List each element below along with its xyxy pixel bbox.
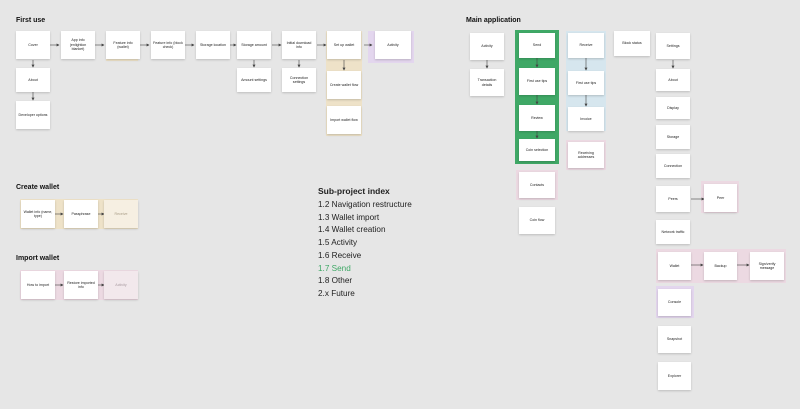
card-console[interactable]: Console bbox=[658, 289, 691, 316]
card-backup[interactable]: Backup bbox=[704, 252, 737, 280]
card-network-traffic[interactable]: Network traffic bbox=[656, 220, 690, 244]
section-title-first-use: First use bbox=[16, 17, 46, 24]
card-activity-main[interactable]: Activity bbox=[470, 33, 504, 60]
card-receiving-addresses[interactable]: Receiving addresses bbox=[568, 142, 604, 168]
card-connection-settings[interactable]: Connection settings bbox=[282, 68, 316, 92]
card-connection[interactable]: Connection bbox=[656, 154, 690, 178]
card-app-info[interactable]: App info (enlightion blanket) bbox=[61, 31, 95, 59]
card-transaction-details[interactable]: Transaction details bbox=[470, 69, 504, 96]
card-display[interactable]: Display bbox=[656, 97, 690, 119]
card-explorer[interactable]: Explorer bbox=[658, 362, 691, 390]
card-activity-import-wallet[interactable]: Activity bbox=[104, 271, 138, 299]
section-title-main-application: Main application bbox=[466, 17, 521, 24]
card-cover[interactable]: Cover bbox=[16, 31, 50, 59]
index-item[interactable]: 1.6 Receive bbox=[318, 250, 362, 260]
card-feature-info-block[interactable]: Feature info (block check) bbox=[151, 31, 185, 59]
card-storage[interactable]: Storage bbox=[656, 125, 690, 149]
card-snapshot[interactable]: Snapshot bbox=[658, 326, 691, 353]
card-create-wallet-flow[interactable]: Create wallet flow bbox=[327, 71, 361, 99]
card-sign-verify-message[interactable]: Sign/verify message bbox=[750, 252, 784, 280]
index-item[interactable]: 1.8 Other bbox=[318, 276, 353, 286]
card-amount-settings[interactable]: Amount settings bbox=[237, 68, 271, 92]
card-feature-info-wallet[interactable]: Feature info (wallet) bbox=[106, 31, 140, 59]
card-peer[interactable]: Peer bbox=[704, 184, 737, 212]
card-activity-first-use[interactable]: Activity bbox=[375, 31, 411, 59]
index-item[interactable]: 1.4 Wallet creation bbox=[318, 225, 386, 235]
index-title: Sub-project index bbox=[318, 186, 390, 196]
card-first-use-tips-send[interactable]: First use tips bbox=[519, 68, 555, 95]
card-send[interactable]: Send bbox=[519, 33, 555, 58]
card-import-wallet-flow[interactable]: Import wallet flow bbox=[327, 106, 361, 134]
card-wallet-info[interactable]: Wallet info (name, type) bbox=[21, 200, 55, 228]
card-storage-location[interactable]: Storage location bbox=[196, 31, 230, 59]
index-item[interactable]: 1.2 Navigation restructure bbox=[318, 200, 412, 209]
index-item[interactable]: 2.x Future bbox=[318, 288, 355, 298]
card-contacts[interactable]: Contacts bbox=[519, 172, 555, 198]
card-block-status[interactable]: Block status bbox=[614, 31, 650, 56]
card-developer-options[interactable]: Developer options bbox=[16, 101, 50, 129]
card-receive-create-wallet[interactable]: Receive bbox=[104, 200, 138, 228]
index-list: 1.2 Navigation restructure 1.3 Wallet im… bbox=[318, 199, 412, 301]
section-title-import-wallet: Import wallet bbox=[16, 255, 60, 262]
card-storage-amount[interactable]: Storage amount bbox=[237, 31, 271, 59]
card-how-to-import[interactable]: How to import bbox=[21, 271, 55, 299]
card-passphrase[interactable]: Passphrase bbox=[64, 200, 98, 228]
index-item[interactable]: 1.3 Wallet import bbox=[318, 212, 380, 222]
card-wallet[interactable]: Wallet bbox=[658, 252, 691, 280]
index-item[interactable]: 1.5 Activity bbox=[318, 238, 358, 248]
card-coin-flow[interactable]: Coin flow bbox=[519, 207, 555, 234]
card-invoice[interactable]: Invoice bbox=[568, 107, 604, 131]
section-title-create-wallet: Create wallet bbox=[16, 184, 60, 191]
card-settings[interactable]: Settings bbox=[656, 33, 690, 59]
card-about-first-use[interactable]: About bbox=[16, 68, 50, 92]
card-peers[interactable]: Peers bbox=[656, 186, 690, 212]
card-review[interactable]: Review bbox=[519, 105, 555, 131]
card-first-use-tips-receive[interactable]: First use tips bbox=[568, 71, 604, 95]
card-initial-download[interactable]: Initial download info bbox=[282, 31, 316, 59]
index-item-active[interactable]: 1.7 Send bbox=[318, 263, 351, 273]
card-coin-selection[interactable]: Coin selection bbox=[519, 139, 555, 161]
card-set-up-wallet[interactable]: Set up wallet bbox=[327, 31, 361, 59]
card-receive-main[interactable]: Receive bbox=[568, 33, 604, 58]
card-restore-imported-info[interactable]: Restore imported info bbox=[64, 271, 98, 299]
card-about-main[interactable]: About bbox=[656, 69, 690, 91]
